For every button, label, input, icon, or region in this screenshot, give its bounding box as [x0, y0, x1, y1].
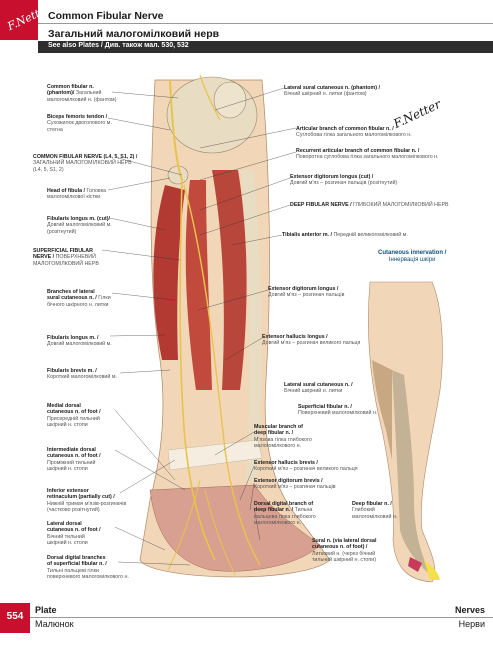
label-common-fibular-nerve: COMMON FIBULAR NERVE (L4, 5, S1, 2) /ЗАГ…: [33, 154, 138, 173]
leg-illustration: [101, 74, 443, 583]
anatomical-figure: F.Netter Common fibular n.(phantom)/ Заг…: [0, 60, 493, 600]
fibularis-longus-muscle: [153, 185, 185, 360]
leader-lines-right: [197, 87, 297, 541]
page-title: Common Fibular Nerve: [48, 10, 164, 22]
page-header: F.Netter Common Fibular Nerve Загальний …: [0, 0, 493, 53]
label-biceps-femoris-tendon: Biceps femoris tendon /Сухожилок двоголо…: [47, 114, 112, 133]
femur-condyle: [166, 76, 258, 154]
cutaneous-innervation-title: Cutaneous innervation /Іннервація шкіри: [378, 250, 447, 263]
label-deep-fibular-nerve: DEEP FIBULAR NERVE / ГЛИБОКИЙ МАЛОГОМІЛК…: [290, 202, 449, 208]
footer-plate-ukrainian: Малюнок: [35, 619, 74, 629]
inset-sural-region: [424, 560, 440, 580]
footer-section-ukrainian: Нерви: [458, 619, 485, 629]
label-fibularis-brevis: Fibularis brevis m. /Короткий малогомілк…: [47, 368, 117, 381]
label-fibularis-longus: Fibularis longus m. /Довгий малогомілков…: [47, 335, 112, 348]
footer-plate: Plate: [35, 605, 57, 615]
label-articular-branch: Articular branch of common fibular n. /С…: [296, 126, 412, 139]
tibia-shaft: [240, 170, 262, 480]
label-extensor-hallucis-longus: Extensor hallucis longus /Довгий м'яз – …: [262, 334, 361, 347]
dorsal-cutaneous-branch-b: [204, 489, 236, 576]
page-number: 554: [6, 611, 24, 622]
footer-divider: [30, 617, 493, 618]
label-extensor-digitorum-longus: Extensor digitorum longus /Довгий м'яз –…: [268, 286, 345, 299]
cutaneous-inset: [368, 281, 443, 583]
header-divider: [38, 23, 493, 24]
common-fibular-nerve: [169, 79, 183, 181]
label-extensor-digitorum-brevis: Extensor digitorum brevis /Короткий м'яз…: [254, 478, 336, 491]
label-extensor-digitorum-longus-cut: Extensor digitorum longus (cut) /Довгий …: [290, 174, 398, 187]
label-recurrent-articular-branch: Recurrent articular branch of common fib…: [296, 148, 439, 161]
page-number-box: 554: [0, 603, 30, 633]
inset-lateral-sural-region: [372, 360, 392, 460]
leader-lines-left: [101, 91, 191, 566]
inset-deep-fibular-region: [408, 557, 422, 572]
label-inset-lateral-sural: Lateral sural cutaneous n. /Бічний шкірн…: [284, 382, 353, 395]
see-also-text[interactable]: See also Plates / Див. також мал. 530, 5…: [48, 42, 189, 49]
page-footer: 554 Plate Малюнок Nerves Нерви: [0, 603, 493, 650]
dorsal-cutaneous-branch-a: [167, 479, 201, 571]
see-also-bar: [38, 41, 493, 53]
label-lateral-sural-phantom: Lateral sural cutaneous n. (phantom) /Бі…: [284, 85, 380, 98]
superficial-fibular-nerve: [179, 179, 216, 561]
label-tibialis-anterior: Tibialis anterior m. / Передній великого…: [282, 232, 408, 238]
label-inset-superficial-fibular: Superficial fibular n. /Поверхневий мало…: [298, 404, 378, 417]
label-fibularis-longus-cut: Fibularis longus m. (cut)/Довгий малогом…: [47, 216, 112, 235]
page-title-ukrainian: Загальний малогомілковий нерв: [48, 28, 220, 40]
footer-section: Nerves: [454, 605, 485, 615]
tibialis-anterior-muscle: [212, 170, 247, 390]
extensor-digitorum-muscle: [185, 180, 212, 390]
label-extensor-hallucis-brevis: Extensor hallucis brevis /Короткий м'яз …: [254, 460, 358, 473]
inset-superficial-fibular-region: [392, 370, 430, 575]
netter-logo: F.Netter: [0, 0, 53, 40]
patella: [213, 81, 247, 119]
lateral-sural-nerve: [199, 74, 221, 121]
deep-fibular-nerve: [183, 184, 261, 566]
